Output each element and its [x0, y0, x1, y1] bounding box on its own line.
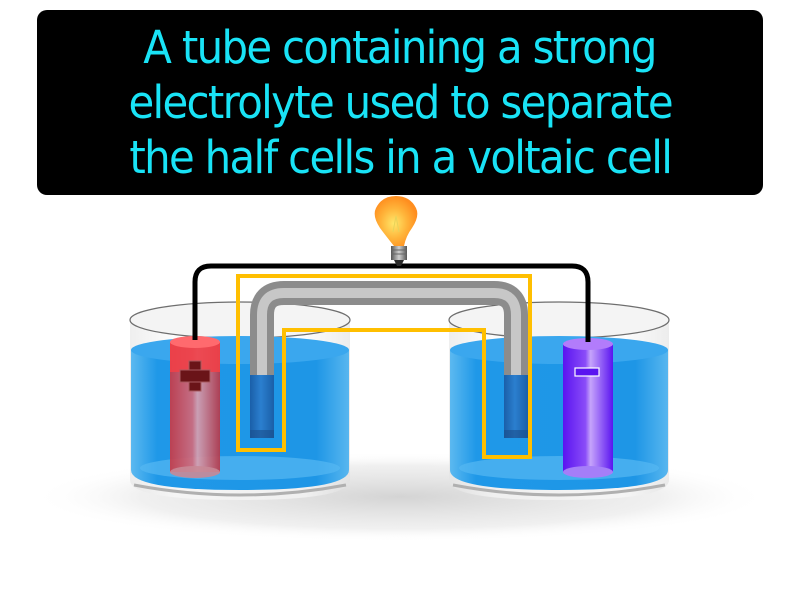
definition-caption: A tube containing a strong electrolyte u… — [37, 10, 763, 195]
negative-electrode — [563, 338, 613, 478]
light-bulb-icon — [374, 196, 418, 266]
salt-bridge-highlight — [236, 274, 532, 459]
salt-bridge-tube — [250, 281, 528, 438]
minus-sign-icon — [574, 367, 600, 377]
caption-line-1: A tube containing a strong — [143, 21, 658, 74]
plus-sign-icon — [179, 360, 211, 392]
caption-line-2: electrolyte used to separate — [128, 76, 673, 129]
external-wire — [192, 263, 591, 342]
positive-electrode — [170, 336, 220, 478]
caption-line-3: the half cells in a voltaic cell — [129, 131, 672, 184]
